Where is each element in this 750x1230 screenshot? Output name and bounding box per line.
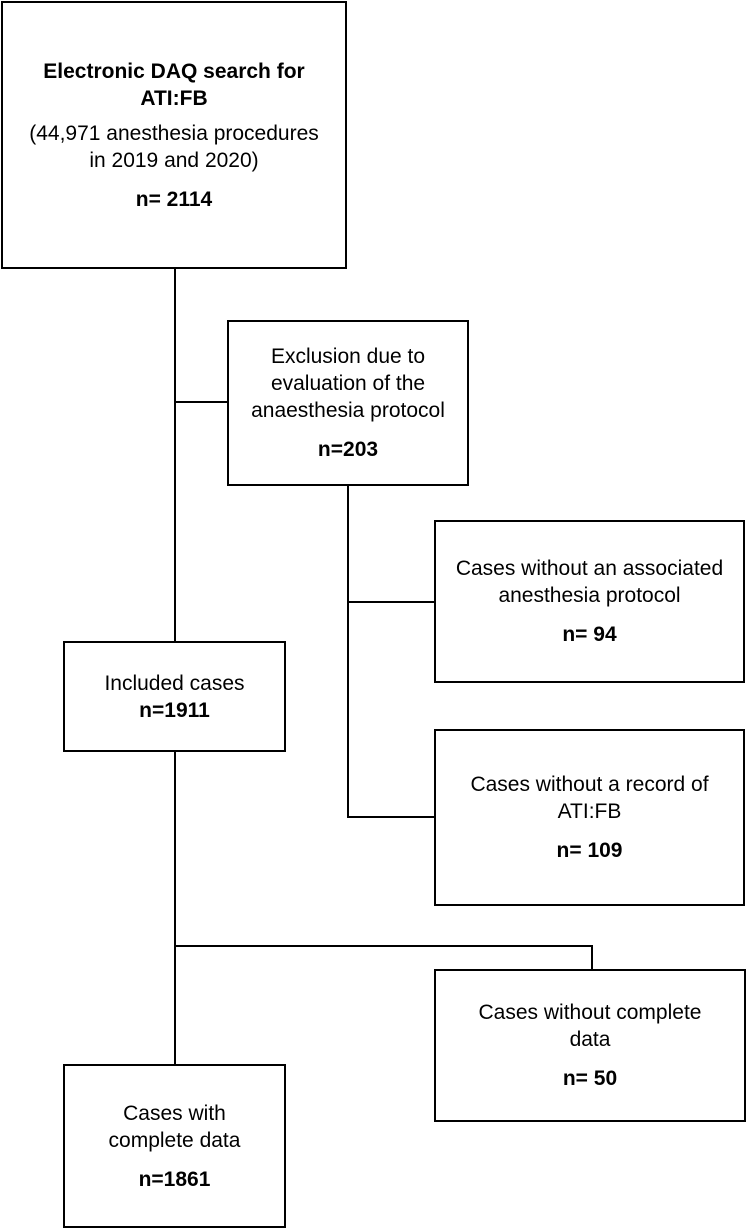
no-record-box: Cases without a record of ATI:FB n= 109 xyxy=(434,729,745,906)
connector-branch-horizontal-incomplete xyxy=(174,945,593,947)
included-line-1: Included cases xyxy=(104,671,245,695)
search-title-line-1: Electronic DAQ search for xyxy=(43,59,305,83)
no-record-line-1: Cases without a record of xyxy=(470,773,709,796)
exclusion-count: n=203 xyxy=(317,438,379,461)
search-detail-line-2: in 2019 and 2020) xyxy=(89,148,259,172)
complete-line-2: complete data xyxy=(108,1128,241,1152)
search-detail-line-1: (44,971 anesthesia procedures xyxy=(29,121,319,145)
complete-count: n=1861 xyxy=(138,1167,211,1191)
incomplete-count: n= 50 xyxy=(562,1067,618,1090)
connector-branch-to-no-protocol xyxy=(347,601,435,603)
search-title-line-2: ATI:FB xyxy=(140,86,208,110)
no-protocol-line-1: Cases without an associated xyxy=(455,557,724,580)
no-protocol-box: Cases without an associated anesthesia p… xyxy=(434,520,745,683)
incomplete-line-1: Cases without complete xyxy=(478,1001,702,1024)
exclusion-line-1: Exclusion due to xyxy=(270,345,426,368)
incomplete-box: Cases without complete data n= 50 xyxy=(434,969,746,1122)
complete-box: Cases with complete data n=1861 xyxy=(63,1064,286,1228)
connector-exclusion-trunk xyxy=(347,485,349,818)
exclusion-line-3: anaesthesia protocol xyxy=(251,399,445,422)
connector-branch-down-incomplete xyxy=(591,945,593,970)
search-count: n= 2114 xyxy=(135,187,213,211)
exclusion-box: Exclusion due to evaluation of the anaes… xyxy=(227,320,469,486)
exclusion-line-2: evaluation of the xyxy=(270,372,426,395)
no-protocol-line-2: anesthesia protocol xyxy=(498,584,681,607)
no-record-line-2: ATI:FB xyxy=(557,800,622,823)
connector-branch-to-exclusion xyxy=(174,401,228,403)
included-count: n=1911 xyxy=(139,698,210,722)
connector-included-to-complete xyxy=(174,751,176,1065)
no-protocol-count: n= 94 xyxy=(562,623,617,646)
no-record-count: n= 109 xyxy=(556,839,623,862)
search-box: Electronic DAQ search for ATI:FB (44,971… xyxy=(1,1,347,269)
included-box: Included cases n=1911 xyxy=(63,641,286,752)
connector-branch-to-no-record xyxy=(347,816,435,818)
incomplete-line-2: data xyxy=(569,1028,611,1051)
connector-search-to-included xyxy=(174,268,176,642)
complete-line-1: Cases with xyxy=(123,1101,226,1125)
